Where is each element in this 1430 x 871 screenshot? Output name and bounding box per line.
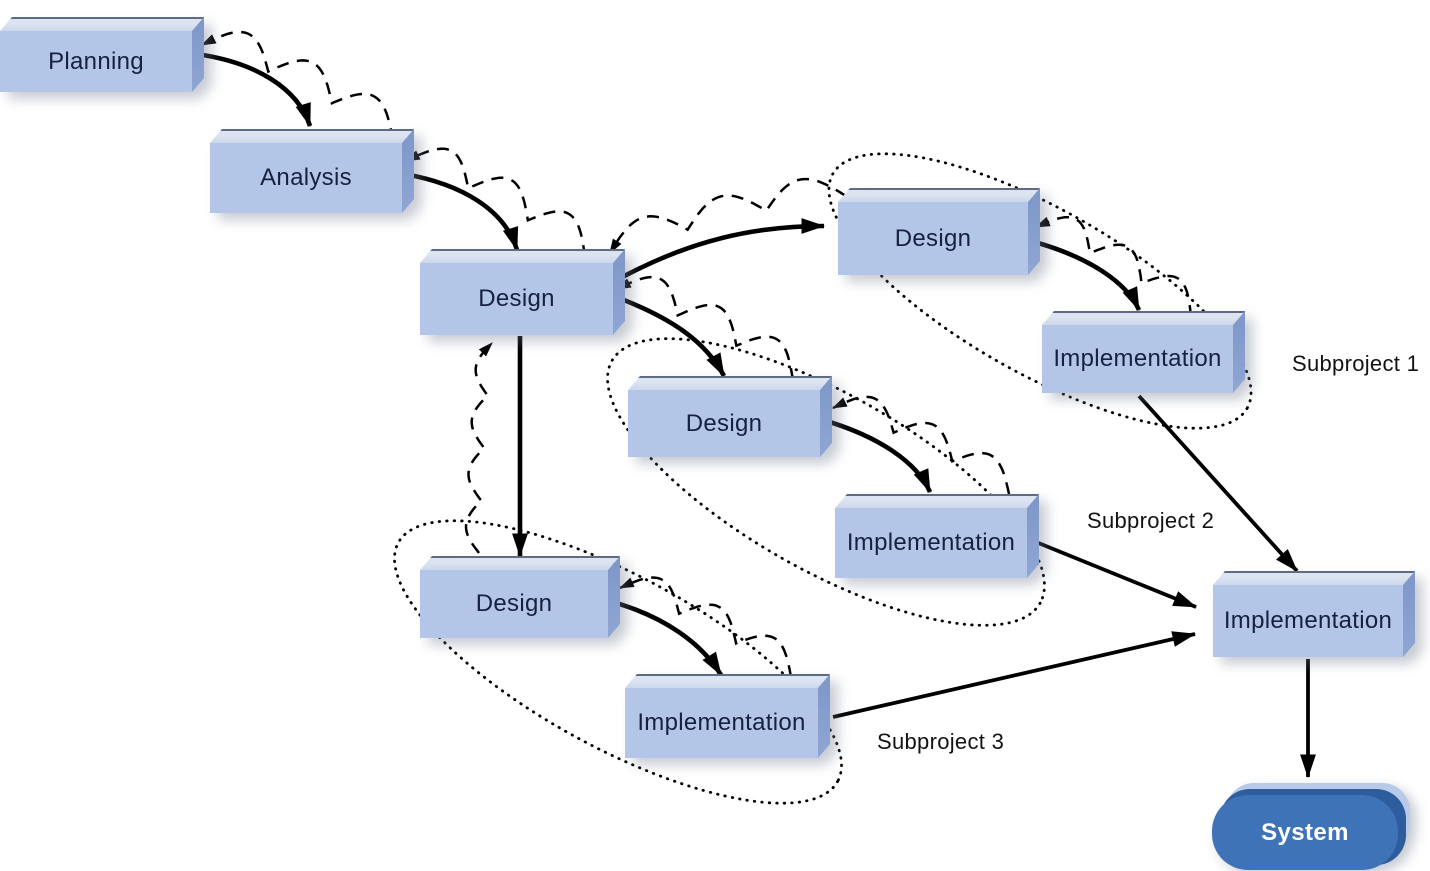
box-subproject1-design: Design	[838, 202, 1028, 275]
iteration-arrow-subproject3-impl-to-design	[618, 576, 793, 678]
iteration-arrow-subproject1-design-to-design	[608, 177, 847, 255]
box-analysis-label: Analysis	[210, 143, 402, 213]
arrow-subproject3-design-to-implementation	[608, 598, 723, 677]
box-side-face	[818, 674, 830, 758]
box-subproject1-implementation: Implementation	[1042, 325, 1233, 393]
box-top-face	[420, 249, 625, 263]
iteration-arrow-subproject2-design-to-design	[615, 275, 795, 381]
box-analysis: Analysis	[210, 143, 402, 213]
box-final-implementation: Implementation	[1213, 585, 1403, 657]
arrow-subproject1-impl-to-final-implementation	[1137, 394, 1299, 573]
iteration-arrow-subproject1-impl-to-design	[1034, 215, 1193, 318]
box-side-face	[613, 249, 625, 335]
box-design-main: Design	[420, 263, 613, 335]
arrow-planning-to-analysis	[195, 51, 313, 128]
box-top-face	[838, 188, 1040, 202]
box-planning-label: Planning	[0, 31, 192, 92]
box-subproject3-design: Design	[420, 570, 608, 638]
box-top-face	[625, 674, 830, 688]
subproject2-ellipse	[606, 337, 1046, 627]
box-subproject1-implementation-label: Implementation	[1042, 325, 1233, 393]
box-side-face	[608, 556, 620, 638]
arrow-subproject2-design-to-implementation	[822, 417, 933, 493]
box-planning: Planning	[0, 31, 192, 92]
box-top-face	[1042, 311, 1245, 325]
iteration-arrow-subproject2-impl-to-design	[831, 395, 1011, 495]
box-top-face	[1213, 571, 1415, 585]
box-subproject3-design-label: Design	[420, 570, 608, 638]
box-subproject2-implementation: Implementation	[835, 508, 1027, 578]
box-top-face	[210, 129, 414, 143]
iteration-arrow-design-to-analysis	[404, 147, 587, 258]
box-top-face	[0, 17, 204, 31]
subproject2-label: Subproject 2	[1087, 508, 1215, 533]
iteration-arrow-analysis-to-planning	[200, 30, 395, 141]
box-top-face	[628, 376, 832, 390]
box-side-face	[1027, 494, 1039, 578]
box-top-face	[420, 556, 620, 570]
arrow-design-to-subproject2-design	[615, 294, 727, 378]
arrow-subproject3-impl-to-final-implementation	[832, 631, 1197, 719]
arrow-subproject1-design-to-implementation	[1030, 238, 1142, 311]
box-system-label: System	[1212, 795, 1398, 870]
box-top-face	[835, 494, 1039, 508]
box-final-implementation-label: Implementation	[1213, 585, 1403, 657]
box-system: System	[1212, 783, 1410, 871]
box-side-face	[1233, 311, 1245, 393]
box-subproject2-design: Design	[628, 390, 820, 457]
subproject1-ellipse	[827, 152, 1253, 430]
subproject3-label: Subproject 3	[877, 729, 1005, 754]
subproject1-label: Subproject 1	[1292, 351, 1420, 376]
arrow-design-to-subproject1-design	[615, 218, 826, 283]
box-design-main-label: Design	[420, 263, 613, 335]
box-side-face	[1403, 571, 1415, 657]
arrow-subproject2-impl-to-final-implementation	[1035, 540, 1198, 609]
box-subproject2-design-label: Design	[628, 390, 820, 457]
box-subproject2-implementation-label: Implementation	[835, 508, 1027, 578]
arrow-analysis-to-design	[403, 171, 520, 252]
box-side-face	[1028, 188, 1040, 275]
subproject3-ellipse	[393, 519, 843, 805]
box-side-face	[402, 129, 414, 213]
box-subproject1-design-label: Design	[838, 202, 1028, 275]
box-side-face	[820, 376, 832, 457]
box-subproject3-implementation-label: Implementation	[625, 688, 818, 758]
box-subproject3-implementation: Implementation	[625, 688, 818, 758]
box-side-face	[192, 17, 204, 92]
